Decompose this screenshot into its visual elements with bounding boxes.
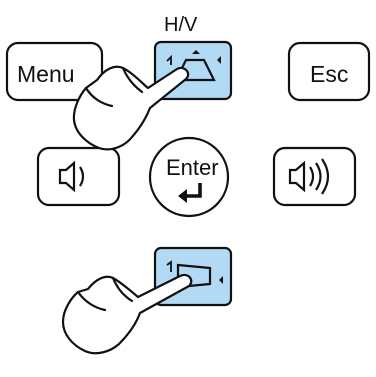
volume-up-icon bbox=[288, 158, 330, 195]
esc-button[interactable] bbox=[287, 41, 371, 102]
volume-up-button[interactable] bbox=[272, 146, 357, 207]
esc-button-label: Esc bbox=[310, 61, 349, 87]
pointing-hand-icon-lower bbox=[61, 273, 193, 355]
enter-button[interactable] bbox=[148, 136, 230, 218]
hv-label: H/V bbox=[164, 14, 198, 36]
enter-return-arrow-icon bbox=[178, 183, 202, 203]
pointing-hand-icon bbox=[72, 65, 190, 151]
volume-down-button[interactable] bbox=[36, 146, 121, 207]
enter-button-label: Enter bbox=[166, 155, 219, 180]
menu-button[interactable] bbox=[5, 41, 104, 102]
menu-button-label: Menu bbox=[17, 61, 75, 87]
volume-down-icon bbox=[58, 160, 85, 193]
